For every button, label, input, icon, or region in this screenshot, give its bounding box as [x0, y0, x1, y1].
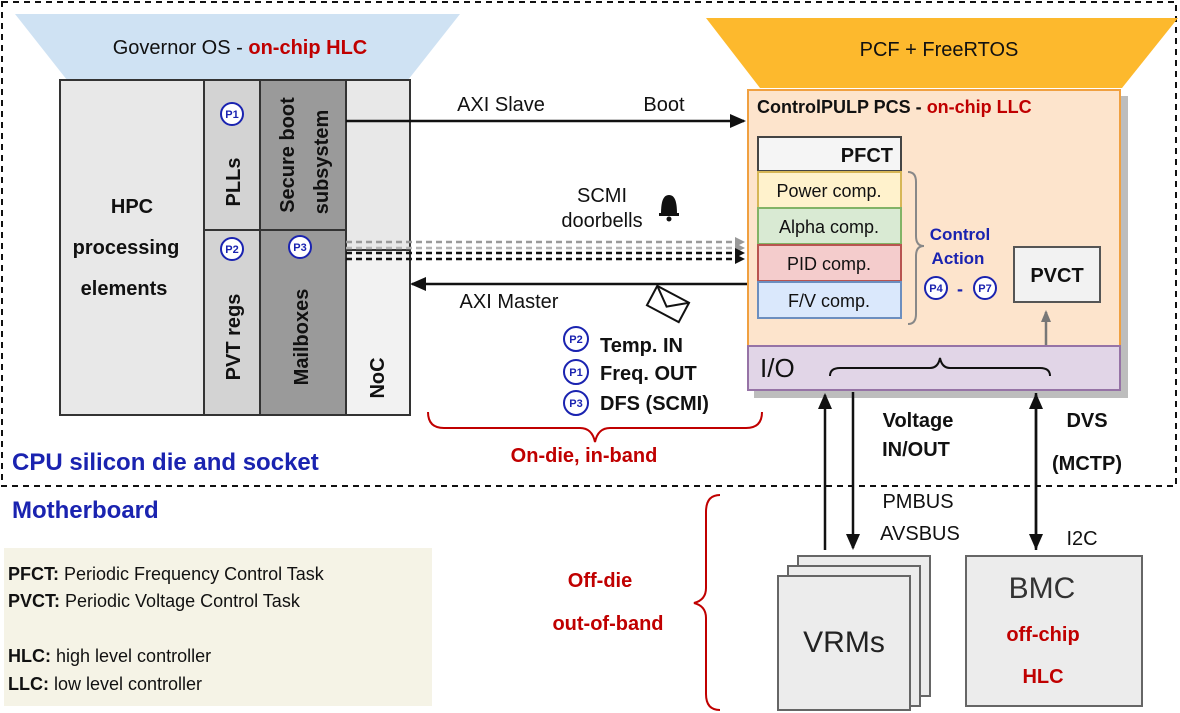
- bmc-box: [965, 555, 1143, 707]
- vrm-box: [777, 575, 911, 711]
- i2c-label: I2C: [1066, 528, 1097, 550]
- alpha-comp-label: Alpha comp.: [779, 217, 879, 237]
- p7-badge-text: P7: [978, 283, 991, 295]
- cpu-die-boundary: [1, 1, 1177, 487]
- axi-slave-label: AXI Slave: [457, 94, 545, 116]
- signal-badge-2-text: P1: [569, 367, 582, 379]
- control-action-line1: Control: [930, 225, 990, 244]
- power-comp-label: Power comp.: [776, 181, 881, 201]
- dvs-line1: DVS: [1066, 410, 1107, 432]
- on-die-label: On-die, in-band: [511, 445, 658, 467]
- boot-label: Boot: [643, 94, 685, 116]
- pvt-regs-block: [203, 229, 261, 416]
- secure-boot-line1: Secure boot: [277, 97, 299, 213]
- control-action-brace: [907, 171, 925, 325]
- signal-label-2: Freq. OUT: [600, 363, 697, 385]
- pfct-title: PFCT: [841, 145, 893, 167]
- p4-badge-text: P4: [929, 283, 943, 295]
- bmc-line2: off-chip: [1006, 624, 1079, 646]
- pvt-regs-label: PVT regs: [223, 294, 245, 381]
- pid-comp-label: PID comp.: [787, 254, 871, 274]
- dvs-line2: (MCTP): [1052, 453, 1122, 475]
- control-pulp-title: ControlPULP PCS - on-chip LLC: [757, 97, 1032, 117]
- control-action-line2: Action: [932, 249, 985, 268]
- pvt-badge-text: P2: [225, 244, 238, 256]
- fv-comp-label: F/V comp.: [788, 291, 870, 311]
- mailboxes-label: Mailboxes: [291, 289, 313, 386]
- signal-badge-3-text: P3: [569, 398, 582, 410]
- secure-boot-line2: subsystem: [311, 110, 333, 215]
- pmbus-line1: PMBUS: [882, 491, 953, 513]
- pvt-badge: [220, 237, 244, 261]
- legend-row-1: PFCT: Periodic Frequency Control Task: [8, 564, 325, 584]
- plls-badge: [220, 102, 244, 126]
- voltage-line1: Voltage: [883, 410, 954, 432]
- noc-label: NoC: [367, 357, 389, 398]
- signal-label-3: DFS (SCMI): [600, 393, 709, 415]
- power-comp-box: [757, 171, 902, 209]
- scmi-line2: doorbells: [561, 210, 642, 232]
- governor-label: Governor OS - on-chip HLC: [113, 37, 367, 59]
- noc-block: [345, 249, 411, 416]
- io-brace: [829, 357, 1051, 377]
- vrms-label: VRMs: [803, 626, 885, 659]
- legend-row-2: PVCT: Periodic Voltage Control Task: [8, 591, 301, 611]
- mailboxes-badge-text: P3: [293, 242, 306, 254]
- scmi-line1: SCMI: [577, 185, 627, 207]
- pcf-label: PCF + FreeRTOS: [860, 39, 1019, 61]
- legend-box: [4, 548, 432, 706]
- legend-row-3: HLC: high level controller: [8, 646, 211, 666]
- p4-badge: [924, 276, 948, 300]
- control-action-dash: -: [957, 279, 963, 299]
- secure-boot-block: [259, 79, 347, 231]
- pvct-label: PVCT: [1030, 265, 1083, 287]
- envelope-icon: [645, 284, 691, 324]
- signal-badge-1: [563, 326, 589, 352]
- voltage-line2: IN/OUT: [882, 439, 950, 461]
- signal-badge-2: [563, 359, 589, 385]
- bell-icon: [659, 195, 679, 222]
- off-die-line1: Off-die: [568, 570, 632, 592]
- pmbus-line2: AVSBUS: [880, 523, 960, 545]
- alpha-comp-box: [757, 207, 902, 245]
- pvct-box: [1013, 246, 1101, 303]
- fv-comp-box: [757, 281, 902, 319]
- signal-badge-3: [563, 390, 589, 416]
- off-die-line2: out-of-band: [552, 613, 663, 635]
- hpc-line3: elements: [81, 278, 168, 300]
- off-die-brace: [693, 494, 721, 711]
- signal-label-1: Temp. IN: [600, 335, 683, 357]
- signal-badge-1-text: P2: [569, 334, 582, 346]
- bmc-line3: HLC: [1022, 666, 1063, 688]
- pcf-trapezoid: [706, 18, 1178, 88]
- mailboxes-badge: [288, 235, 312, 259]
- plls-badge-text: P1: [225, 109, 238, 121]
- plls-label: PLLs: [223, 158, 245, 207]
- cpu-die-label: CPU silicon die and socket: [12, 449, 319, 476]
- p7-badge: [973, 276, 997, 300]
- on-die-brace: [427, 411, 763, 443]
- legend-row-4: LLC: low level controller: [8, 674, 202, 694]
- io-label: I/O: [760, 353, 795, 383]
- hpc-line2: processing: [73, 237, 180, 259]
- bmc-label: BMC: [1009, 572, 1076, 605]
- motherboard-label: Motherboard: [12, 497, 159, 524]
- axi-master-label: AXI Master: [460, 291, 559, 313]
- hpc-line1: HPC: [111, 196, 153, 218]
- pid-comp-box: [757, 244, 902, 282]
- governor-trapezoid: [15, 14, 460, 80]
- mailboxes-block: [259, 229, 347, 416]
